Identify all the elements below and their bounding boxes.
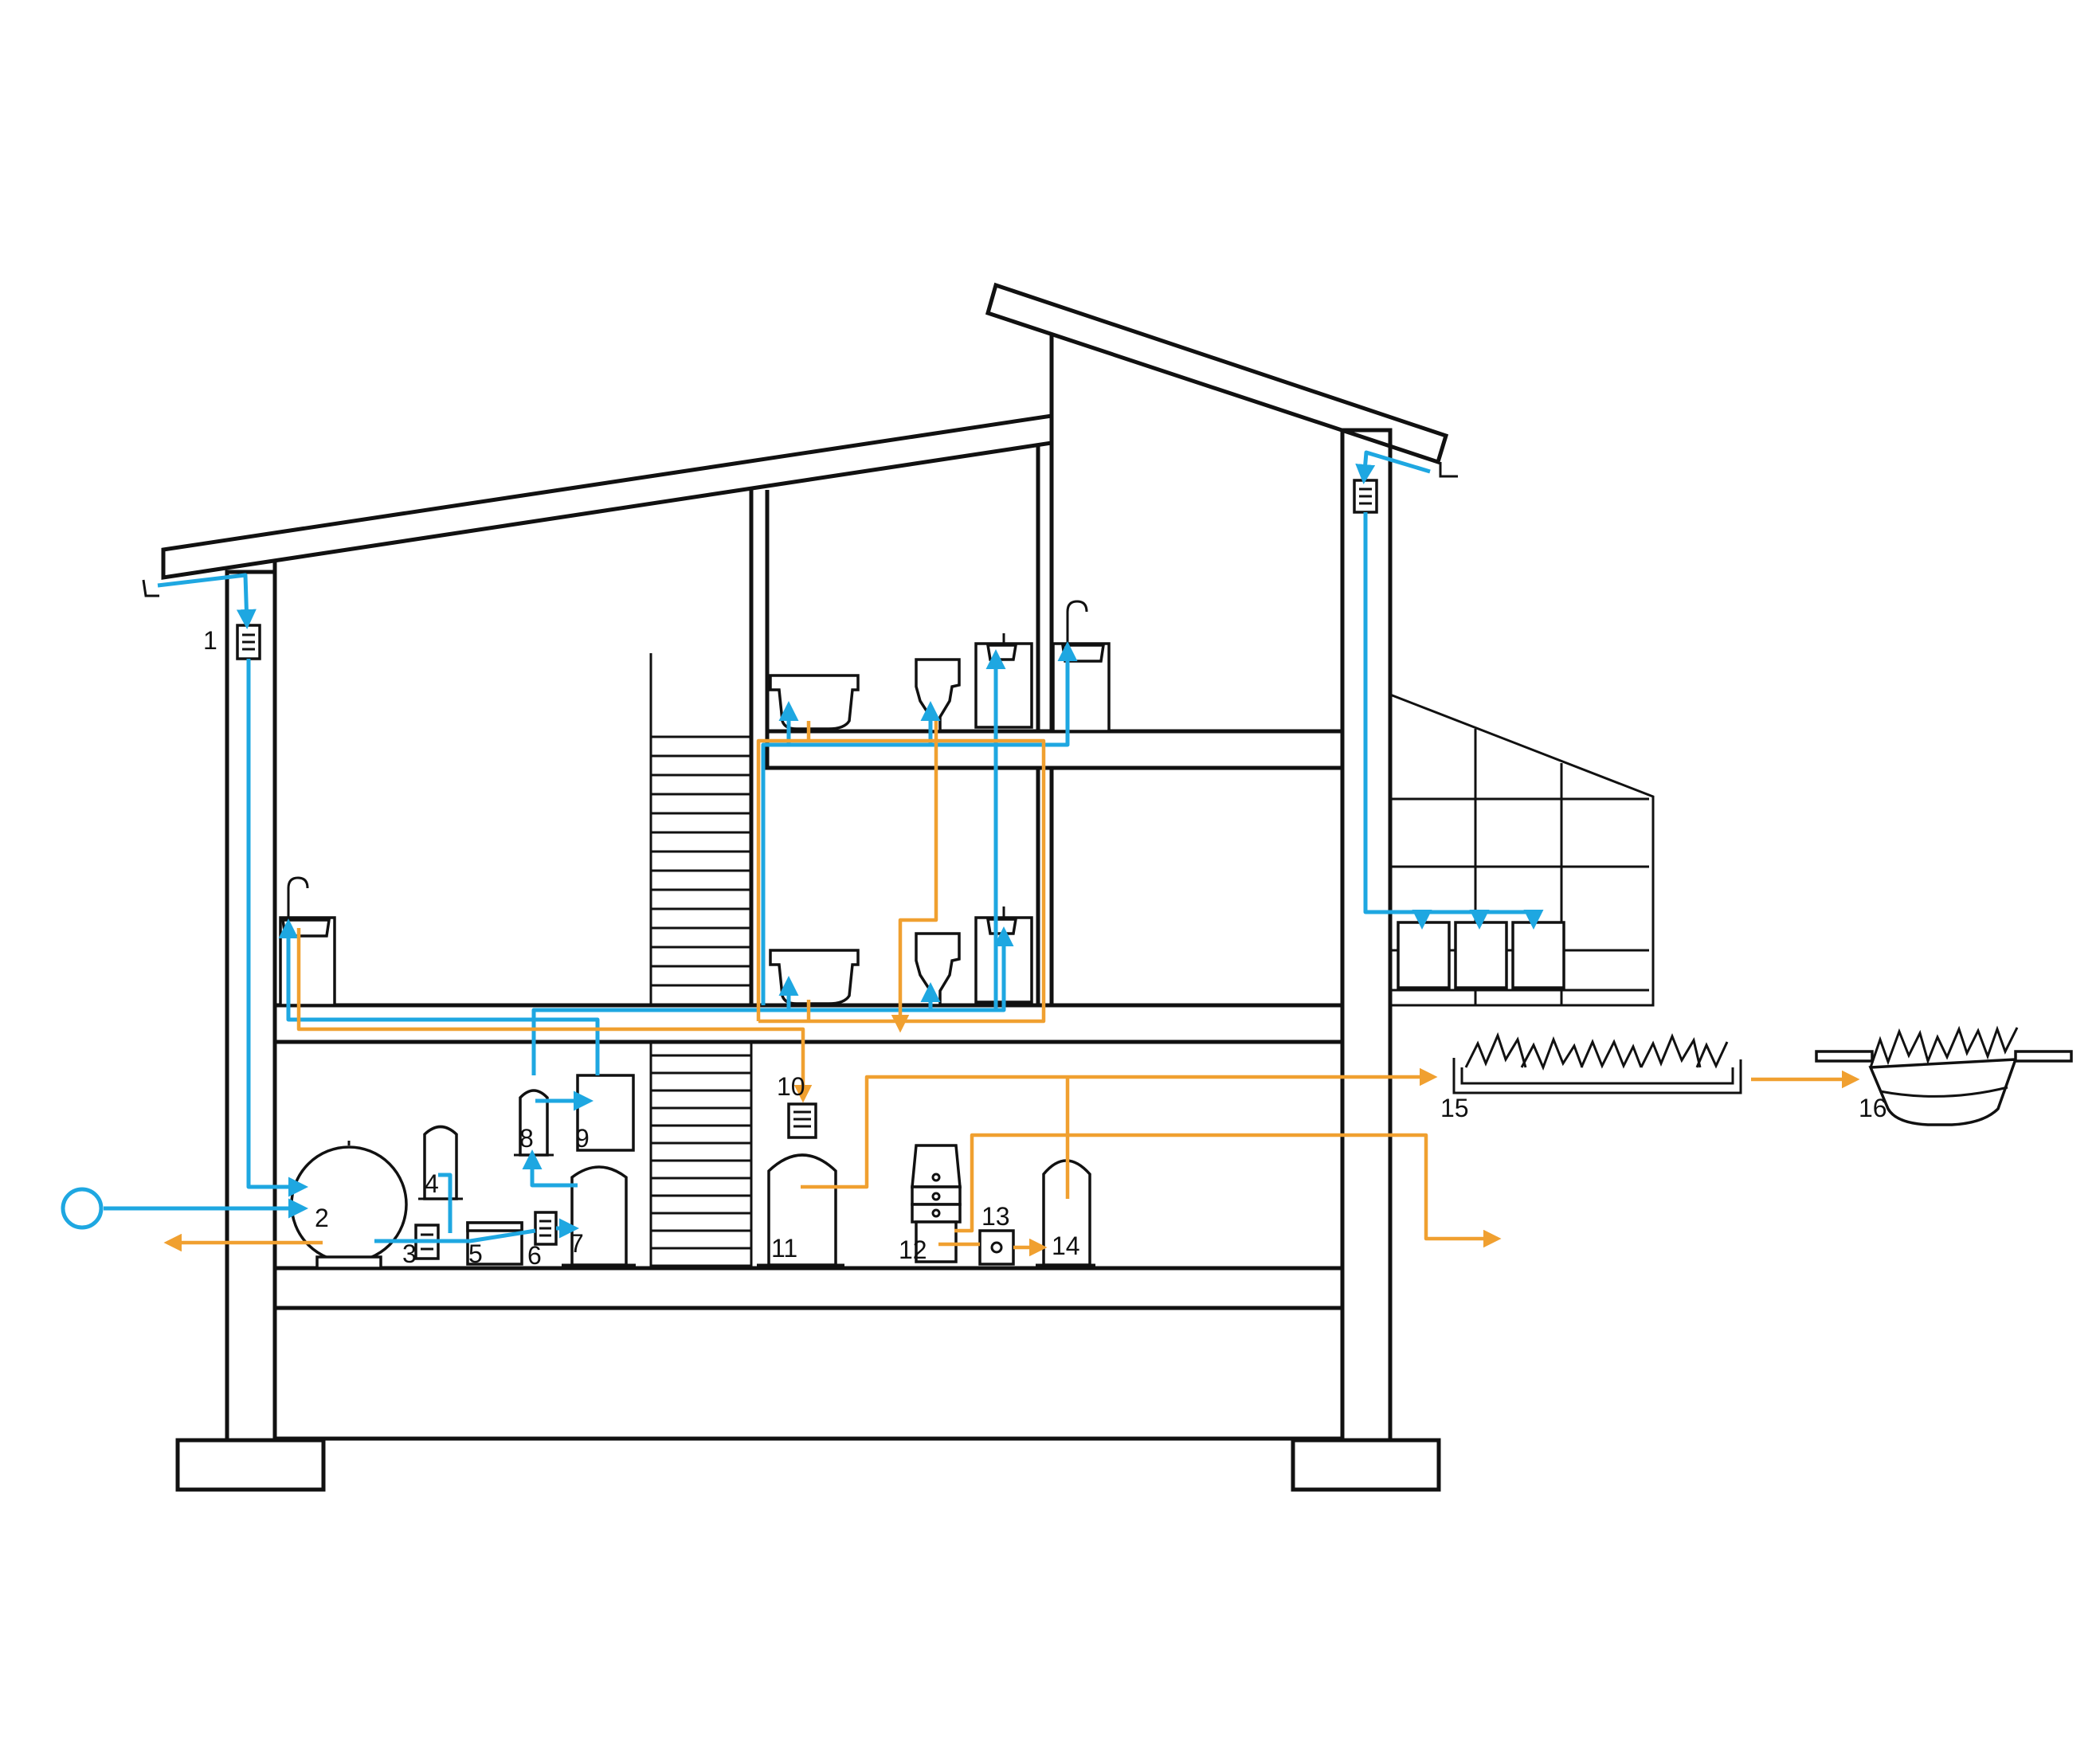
fixtures bbox=[236, 479, 2073, 1270]
middle-bathtub bbox=[769, 949, 860, 1005]
label-13: 13 bbox=[981, 1202, 1010, 1231]
filter1-to-tank bbox=[246, 659, 308, 1197]
greenhouse bbox=[1389, 693, 1655, 1007]
water-heater bbox=[570, 1165, 628, 1267]
heater-to-expansion bbox=[522, 1149, 578, 1188]
carbon-filter bbox=[534, 1211, 558, 1246]
kitchen-drain bbox=[296, 928, 813, 1103]
left-footing bbox=[175, 1438, 326, 1492]
right-downspout bbox=[1355, 450, 1431, 484]
label-1: 1 bbox=[203, 626, 217, 655]
pump-unit bbox=[978, 1229, 1015, 1266]
storage-tank bbox=[290, 1145, 408, 1263]
tank-to-filters bbox=[374, 1228, 536, 1243]
label-12: 12 bbox=[899, 1235, 927, 1264]
upper-vanity bbox=[974, 633, 1033, 729]
storage-tank-base bbox=[315, 1255, 382, 1270]
greenhouse-planter-3 bbox=[1511, 921, 1565, 989]
roof-filter-left bbox=[236, 624, 261, 660]
component-labels: 1 2 3 4 5 6 7 8 9 10 11 12 13 14 15 16 bbox=[203, 626, 1887, 1270]
greywater-to-garden bbox=[801, 1067, 1438, 1189]
right-roof bbox=[985, 282, 1449, 465]
composting-unit bbox=[911, 1144, 962, 1263]
wetland-planter bbox=[1815, 1025, 2073, 1126]
ground-floor-slab bbox=[272, 1266, 1345, 1310]
label-4: 4 bbox=[425, 1169, 439, 1198]
lower-staircase bbox=[649, 1042, 753, 1268]
garden-plants bbox=[1464, 1032, 1729, 1071]
roof-filter-right bbox=[1353, 479, 1378, 514]
garden-bed bbox=[1452, 1032, 1742, 1094]
right-footing bbox=[1291, 1438, 1441, 1492]
label-14: 14 bbox=[1052, 1231, 1080, 1260]
upper-floor-slab bbox=[765, 729, 1345, 770]
label-10: 10 bbox=[777, 1072, 805, 1101]
label-6: 6 bbox=[527, 1241, 542, 1270]
left-downspout bbox=[157, 573, 257, 629]
label-2: 2 bbox=[315, 1204, 329, 1232]
left-gutter bbox=[142, 579, 159, 597]
label-15: 15 bbox=[1440, 1094, 1469, 1122]
label-7: 7 bbox=[570, 1229, 584, 1258]
water-supply-network bbox=[61, 450, 1544, 1243]
label-5: 5 bbox=[468, 1239, 483, 1268]
supply-riser bbox=[531, 926, 1014, 1075]
greenhouse-planter-2 bbox=[1454, 921, 1508, 989]
pressure-tank-link bbox=[438, 1173, 453, 1233]
label-3: 3 bbox=[402, 1239, 417, 1268]
house-structure bbox=[142, 282, 1655, 1492]
upper-staircase bbox=[649, 653, 751, 1006]
toilet-drain bbox=[891, 721, 938, 1033]
label-9: 9 bbox=[575, 1124, 590, 1153]
label-11: 11 bbox=[771, 1234, 797, 1263]
municipal-connection bbox=[61, 1187, 104, 1230]
uv-filter bbox=[466, 1221, 523, 1266]
middle-toilet bbox=[915, 932, 961, 1007]
kitchen-supply bbox=[278, 918, 600, 1075]
right-gutter bbox=[1439, 462, 1458, 478]
greywater-tank bbox=[767, 1153, 837, 1267]
foundation-slab bbox=[272, 1306, 1345, 1441]
upper-sink bbox=[1052, 600, 1111, 733]
expansion-tank bbox=[519, 1089, 549, 1157]
overflow-line bbox=[954, 1133, 1502, 1248]
label-16: 16 bbox=[1859, 1094, 1887, 1122]
label-8: 8 bbox=[519, 1124, 534, 1153]
greywater-filter bbox=[787, 1102, 817, 1139]
hot-water-unit bbox=[576, 1074, 635, 1152]
greywater-network bbox=[163, 721, 1860, 1257]
left-column bbox=[225, 570, 277, 1443]
upper-sink-supply bbox=[996, 641, 1078, 747]
greenhouse-planter-1 bbox=[1397, 921, 1451, 989]
bath-drain-loop bbox=[756, 738, 1046, 1024]
upper-riser bbox=[761, 742, 998, 1010]
upper-bathtub bbox=[769, 674, 860, 730]
upper-toilet bbox=[915, 658, 961, 733]
left-roof bbox=[161, 413, 1054, 580]
